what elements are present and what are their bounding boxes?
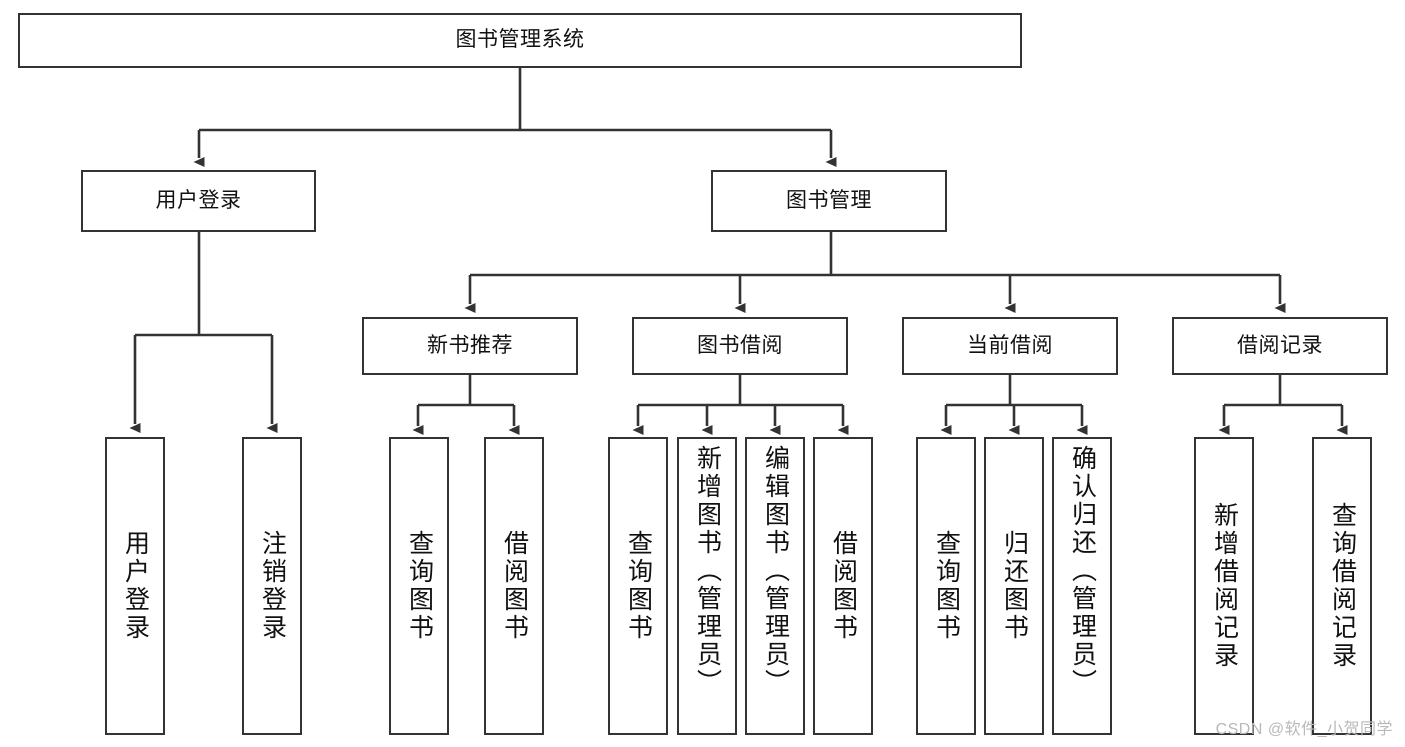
node-book-management-label: 图书管理 [786, 188, 872, 212]
node-current-borrow-label: 当前借阅 [967, 333, 1053, 357]
node-user-login-label: 用户登录 [155, 188, 242, 212]
node-book-management[interactable]: 图书管理 [711, 170, 947, 232]
node-leaf-confirm-return-label: 确认归还（管理员） [1068, 445, 1097, 697]
node-leaf-query-record[interactable]: 查询借阅记录 [1312, 437, 1372, 735]
node-borrow-record-label: 借阅记录 [1237, 333, 1323, 357]
node-borrow-record[interactable]: 借阅记录 [1172, 317, 1388, 375]
node-leaf-return-book-label: 归还图书 [1000, 530, 1029, 642]
node-leaf-query-book-1[interactable]: 查询图书 [389, 437, 449, 735]
node-leaf-query-record-label: 查询借阅记录 [1328, 502, 1357, 670]
node-leaf-confirm-return[interactable]: 确认归还（管理员） [1052, 437, 1112, 735]
node-new-book-recommend[interactable]: 新书推荐 [362, 317, 578, 375]
node-current-borrow[interactable]: 当前借阅 [902, 317, 1118, 375]
node-leaf-edit-book-label: 编辑图书（管理员） [761, 445, 790, 697]
node-leaf-borrow-book-2-label: 借阅图书 [829, 530, 858, 642]
node-book-borrow[interactable]: 图书借阅 [632, 317, 848, 375]
node-leaf-query-book-3-label: 查询图书 [932, 530, 961, 642]
node-new-book-recommend-label: 新书推荐 [427, 333, 513, 357]
node-root-label: 图书管理系统 [455, 28, 585, 52]
node-leaf-query-book-3[interactable]: 查询图书 [916, 437, 976, 735]
node-leaf-user-logout-label: 注销登录 [258, 530, 287, 642]
node-leaf-user-login-label: 用户登录 [121, 530, 150, 642]
node-leaf-query-book-2[interactable]: 查询图书 [608, 437, 668, 735]
node-leaf-query-book-1-label: 查询图书 [405, 530, 434, 642]
node-leaf-add-record[interactable]: 新增借阅记录 [1194, 437, 1254, 735]
node-leaf-add-book[interactable]: 新增图书（管理员） [677, 437, 737, 735]
node-leaf-borrow-book-1-label: 借阅图书 [500, 530, 529, 642]
node-leaf-user-logout[interactable]: 注销登录 [242, 437, 302, 735]
node-leaf-edit-book[interactable]: 编辑图书（管理员） [745, 437, 805, 735]
node-leaf-borrow-book-2[interactable]: 借阅图书 [813, 437, 873, 735]
node-leaf-add-record-label: 新增借阅记录 [1210, 502, 1239, 670]
node-leaf-query-book-2-label: 查询图书 [624, 530, 653, 642]
node-leaf-user-login[interactable]: 用户登录 [105, 437, 165, 735]
node-leaf-add-book-label: 新增图书（管理员） [693, 445, 722, 697]
node-leaf-borrow-book-1[interactable]: 借阅图书 [484, 437, 544, 735]
node-book-borrow-label: 图书借阅 [697, 333, 783, 357]
node-leaf-return-book[interactable]: 归还图书 [984, 437, 1044, 735]
node-root[interactable]: 图书管理系统 [18, 13, 1022, 68]
node-user-login[interactable]: 用户登录 [81, 170, 316, 232]
watermark-text: CSDN @软件_小贺同学 [1215, 721, 1393, 738]
